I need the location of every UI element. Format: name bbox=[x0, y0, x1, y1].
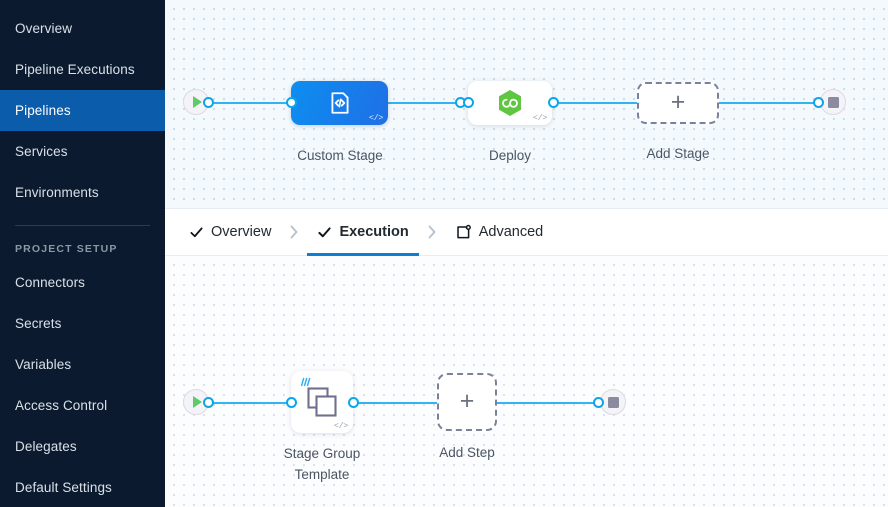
sidebar-item-delegates[interactable]: Delegates bbox=[0, 426, 165, 467]
sidebar-item-connectors[interactable]: Connectors bbox=[0, 262, 165, 303]
chevron-right-icon bbox=[428, 225, 436, 239]
add-step-button[interactable]: + bbox=[437, 373, 497, 431]
sidebar-section-project-setup: PROJECT SETUP bbox=[15, 243, 118, 255]
sidebar-item-label: Access Control bbox=[15, 398, 108, 413]
play-icon bbox=[193, 96, 202, 108]
yaml-code-badge-icon: </> bbox=[333, 421, 349, 431]
pipeline-start-node[interactable] bbox=[183, 89, 209, 115]
sidebar-item-variables[interactable]: Variables bbox=[0, 344, 165, 385]
edge-deploy-to-add bbox=[553, 102, 643, 104]
sidebar-item-label: Pipelines bbox=[15, 103, 71, 118]
edge-add-to-end bbox=[490, 402, 598, 404]
advanced-settings-icon bbox=[457, 224, 471, 238]
port-template-out[interactable] bbox=[348, 397, 359, 408]
port-start-out[interactable] bbox=[203, 97, 214, 108]
plus-icon: + bbox=[670, 87, 686, 116]
stage-group-template-icon bbox=[307, 387, 337, 417]
yaml-code-badge-icon: </> bbox=[532, 113, 548, 123]
stop-icon bbox=[827, 96, 839, 108]
sidebar-item-pipelines[interactable]: Pipelines bbox=[0, 90, 165, 131]
port-deploy-out[interactable] bbox=[548, 97, 559, 108]
sidebar-item-label: Overview bbox=[15, 21, 73, 36]
stage-node-deploy[interactable]: </> bbox=[468, 81, 552, 125]
tab-label: Advanced bbox=[478, 224, 544, 240]
edge-start-to-custom bbox=[201, 102, 298, 104]
stop-icon bbox=[607, 396, 619, 408]
chevron-right-icon bbox=[291, 225, 298, 239]
plus-icon: + bbox=[459, 386, 475, 415]
stage-node-custom-stage[interactable]: </> bbox=[291, 81, 388, 125]
add-stage-button[interactable]: + bbox=[637, 82, 719, 124]
sidebar-item-label: Delegates bbox=[15, 439, 77, 454]
step-node-stage-group-template[interactable]: </> bbox=[291, 371, 353, 433]
edge-template-to-add bbox=[355, 402, 447, 404]
sidebar-item-pipeline-executions[interactable]: Pipeline Executions bbox=[0, 49, 165, 90]
tab-label: Execution bbox=[339, 224, 409, 240]
port-end-in[interactable] bbox=[813, 97, 824, 108]
stage-config-tabs: Overview Execution bbox=[165, 208, 888, 256]
add-step-label: Add Step bbox=[439, 445, 495, 460]
deploy-hexagon-infinity-icon bbox=[499, 90, 521, 116]
sidebar-item-label: Variables bbox=[15, 357, 72, 372]
port-end-in[interactable] bbox=[593, 397, 604, 408]
sidebar-item-secrets[interactable]: Secrets bbox=[0, 303, 165, 344]
main-content: </> Custom Stage </> Deploy + Add Stage bbox=[165, 0, 888, 507]
sidebar-item-overview[interactable]: Overview bbox=[0, 8, 165, 49]
port-template-in[interactable] bbox=[286, 397, 297, 408]
sidebar-item-environments[interactable]: Environments bbox=[0, 172, 165, 213]
tab-separator bbox=[281, 224, 307, 240]
port-deploy-in[interactable] bbox=[463, 97, 474, 108]
yaml-code-badge-icon: </> bbox=[368, 113, 384, 123]
custom-stage-code-icon bbox=[330, 92, 349, 114]
stage-canvas[interactable]: </> Custom Stage </> Deploy + Add Stage bbox=[165, 0, 888, 208]
execution-step-canvas[interactable]: </> Stage Group Template + Add Step bbox=[165, 256, 888, 507]
tab-execution[interactable]: Execution bbox=[307, 209, 420, 256]
sidebar: Overview Pipeline Executions Pipelines S… bbox=[0, 0, 165, 507]
tab-advanced[interactable]: Advanced bbox=[445, 209, 554, 256]
step-label-stage-group-template: Stage Group Template bbox=[283, 446, 361, 482]
tab-overview[interactable]: Overview bbox=[179, 209, 281, 256]
tab-separator bbox=[419, 224, 445, 240]
sidebar-item-label: Pipeline Executions bbox=[15, 62, 135, 77]
template-marker-icon bbox=[300, 377, 311, 387]
edge-add-to-end bbox=[718, 102, 818, 104]
port-custom-in[interactable] bbox=[286, 97, 297, 108]
sidebar-item-label: Secrets bbox=[15, 316, 62, 331]
sidebar-item-label: Connectors bbox=[15, 275, 86, 290]
sidebar-item-default-settings[interactable]: Default Settings bbox=[0, 467, 165, 507]
edge-start-to-template bbox=[201, 402, 299, 404]
stage-label-deploy: Deploy bbox=[488, 148, 532, 163]
check-icon bbox=[318, 226, 332, 237]
sidebar-item-services[interactable]: Services bbox=[0, 131, 165, 172]
sidebar-item-label: Default Settings bbox=[15, 480, 112, 495]
play-icon bbox=[193, 396, 202, 408]
add-stage-label: Add Stage bbox=[646, 146, 710, 161]
sidebar-item-label: Services bbox=[15, 144, 68, 159]
sidebar-divider bbox=[15, 225, 150, 226]
stage-label-custom-stage: Custom Stage bbox=[297, 148, 383, 163]
tab-label: Overview bbox=[211, 224, 272, 240]
sidebar-item-access-control[interactable]: Access Control bbox=[0, 385, 165, 426]
sidebar-item-label: Environments bbox=[15, 185, 99, 200]
port-start-out[interactable] bbox=[203, 397, 214, 408]
check-icon bbox=[190, 226, 203, 237]
